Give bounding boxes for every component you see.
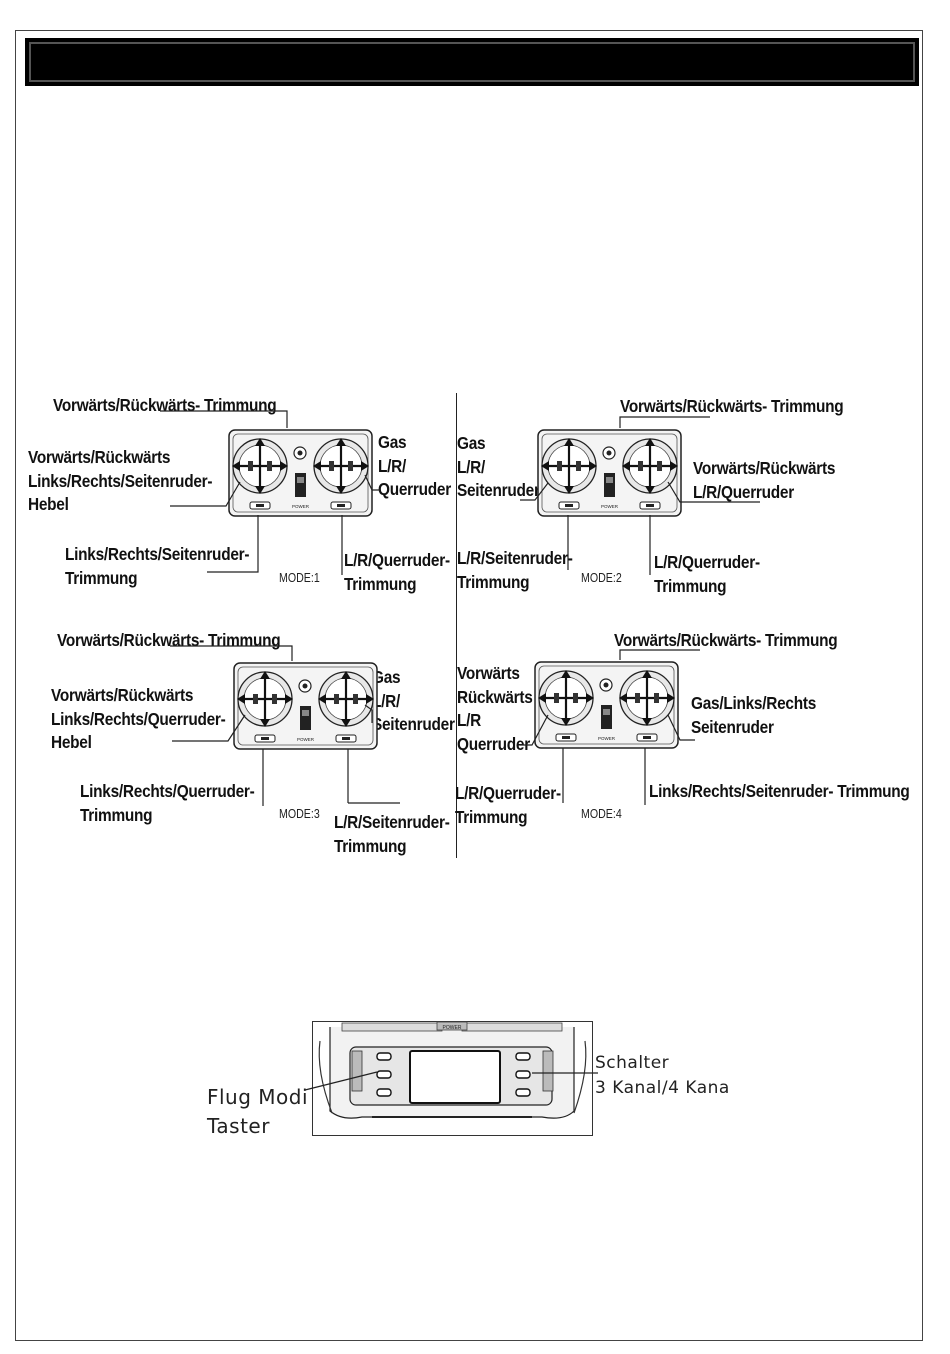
mode4-right-trim-label: Links/Rechts/Seitenruder- Trimmung xyxy=(649,781,910,801)
svg-text:POWER: POWER xyxy=(443,1025,462,1031)
mode1-label: MODE:1 xyxy=(279,571,320,585)
mode1-right-stick-label: Gas L/R/ Querruder xyxy=(378,432,451,499)
mode2-top-trim-label: Vorwärts/Rückwärts- Trimmung xyxy=(620,396,844,416)
mode2-label: MODE:2 xyxy=(581,571,622,585)
mode4-transmitter-drawing xyxy=(534,660,679,750)
page-frame xyxy=(15,30,923,1341)
mode2-right-trim-label: L/R/Querruder- Trimmung xyxy=(654,552,760,596)
mode3-left-trim-label: Links/Rechts/Querruder- Trimmung xyxy=(80,781,255,825)
mode3-right-stick-label: Gas L/R/ Seitenruder xyxy=(372,667,455,734)
mode1-left-stick-label: Vorwärts/Rückwärts Links/Rechts/Seitenru… xyxy=(28,447,213,514)
mode2-transmitter-drawing xyxy=(537,428,682,518)
mode1-right-trim-label: L/R/Querruder- Trimmung xyxy=(344,550,450,594)
mode2-right-stick-label: Vorwärts/Rückwärts L/R/Querruder xyxy=(693,458,836,502)
channel-switch-label: Schalter 3 Kanal/4 Kana xyxy=(595,1053,730,1098)
mode1-transmitter-drawing xyxy=(228,428,373,518)
flight-mode-button-label: Flug Modi Taster xyxy=(207,1085,309,1138)
mode3-transmitter-drawing xyxy=(233,661,378,751)
mode1-top-trim-label: Vorwärts/Rückwärts- Trimmung xyxy=(53,395,277,415)
diagram-divider xyxy=(456,393,457,858)
mode2-left-trim-label: L/R/Seitenruder- Trimmung xyxy=(457,548,573,592)
mode3-label: MODE:3 xyxy=(279,807,320,821)
mode4-left-stick-label: Vorwärts Rückwärts L/R Querruder xyxy=(457,663,533,754)
mode3-right-trim-label: L/R/Seitenruder- Trimmung xyxy=(334,812,450,856)
mode2-left-stick-label: Gas L/R/ Seitenruder xyxy=(457,433,540,500)
mode3-left-stick-label: Vorwärts/Rückwärts Links/Rechts/Querrude… xyxy=(51,685,226,752)
mode4-label: MODE:4 xyxy=(581,807,622,821)
mode1-left-trim-label: Links/Rechts/Seitenruder- Trimmung xyxy=(65,544,250,588)
mode3-top-trim-label: Vorwärts/Rückwärts- Trimmung xyxy=(57,630,281,650)
mode4-top-trim-label: Vorwärts/Rückwärts- Trimmung xyxy=(614,630,838,650)
transmitter-switch-photo: POWER xyxy=(312,1021,593,1136)
mode4-left-trim-label: L/R/Querruder- Trimmung xyxy=(455,783,561,827)
section-header-bar xyxy=(25,38,919,86)
mode4-right-stick-label: Gas/Links/Rechts Seitenruder xyxy=(691,693,817,737)
